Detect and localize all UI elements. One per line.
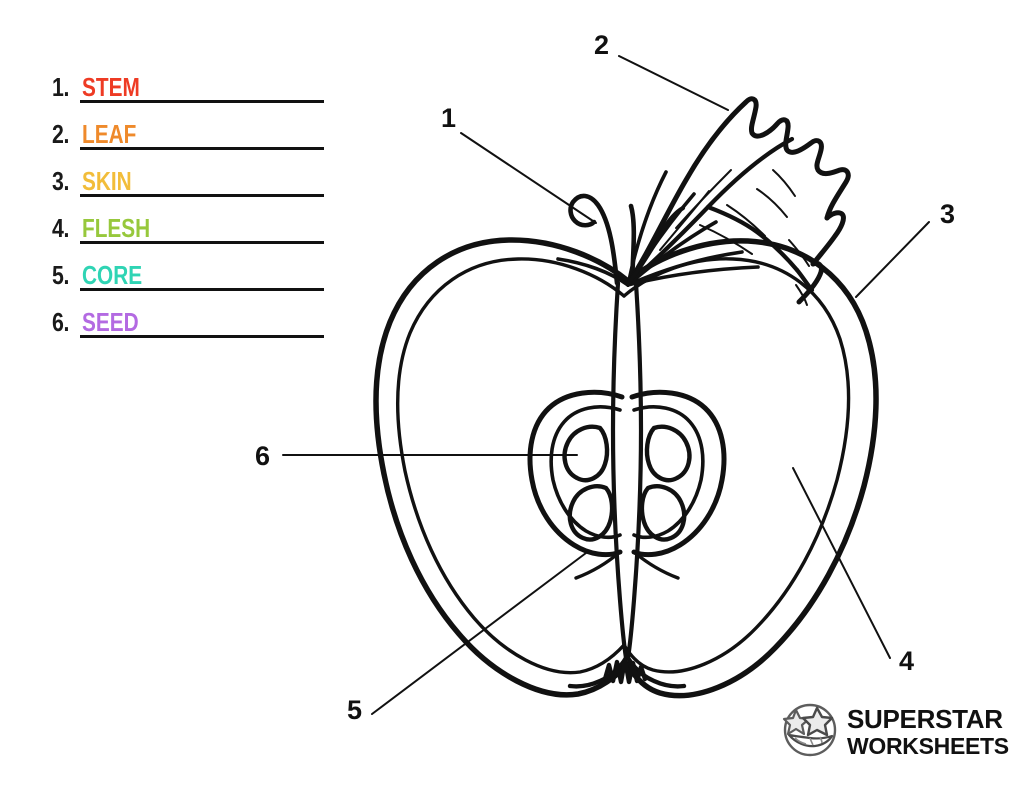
callout-number-2: 2: [594, 30, 609, 60]
core-bottom-junction: [574, 550, 680, 580]
leader-line-4: [792, 467, 891, 659]
word-list-item[interactable]: 6. SEED: [52, 297, 324, 344]
word-list-item[interactable]: 2. LEAF: [52, 109, 324, 156]
apple-core-inner-line: [549, 405, 705, 540]
callout-number-1: 1: [441, 103, 456, 133]
answer-blank-line[interactable]: [80, 147, 324, 150]
word-list-number: 2.: [52, 119, 69, 149]
apple-calyx: [567, 655, 687, 689]
callout-number-6: 6: [255, 441, 270, 471]
word-list-number: 5.: [52, 260, 69, 290]
leader-line-3: [855, 221, 930, 298]
word-list-number: 3.: [52, 166, 69, 196]
apple-seeds: [562, 424, 692, 542]
leader-line-1: [460, 132, 597, 224]
word-list-label: SEED: [82, 307, 139, 337]
logo-line-2: WORKSHEETS: [847, 733, 1009, 759]
apple-central-axis: [610, 280, 644, 661]
apple-skin-outline: [373, 237, 879, 699]
superstar-worksheets-logo: SUPERSTAR WORKSHEETS: [782, 701, 1009, 763]
callout-leader-lines: [282, 55, 930, 715]
word-list-label: STEM: [82, 72, 140, 102]
word-list-item[interactable]: 1. STEM: [52, 62, 324, 109]
answer-blank-line[interactable]: [80, 335, 324, 338]
apple-parts-word-bank: 1. STEM 2. LEAF 3. SKIN 4. FLESH 5. CORE…: [52, 62, 324, 344]
word-list-label: FLESH: [82, 213, 151, 243]
leader-line-5: [371, 552, 587, 715]
answer-blank-line[interactable]: [80, 100, 324, 103]
logo-line-1: SUPERSTAR: [847, 704, 1003, 734]
leader-line-2: [618, 55, 729, 111]
word-list-label: SKIN: [82, 166, 132, 196]
word-list-item[interactable]: 5. CORE: [52, 250, 324, 297]
word-list-number: 6.: [52, 307, 69, 337]
word-list-item[interactable]: 4. FLESH: [52, 203, 324, 250]
answer-blank-line[interactable]: [80, 241, 324, 244]
word-list-label: CORE: [82, 260, 143, 290]
answer-blank-line[interactable]: [80, 194, 324, 197]
leaf-veins: [659, 169, 810, 306]
callout-number-3: 3: [940, 199, 955, 229]
answer-blank-line[interactable]: [80, 288, 324, 291]
apple-core: [527, 389, 727, 558]
star-eyes-smiley-icon: [782, 702, 838, 763]
word-list-number: 4.: [52, 213, 69, 243]
callout-number-5: 5: [347, 695, 362, 725]
word-list-number: 1.: [52, 72, 69, 102]
callout-number-4: 4: [899, 646, 914, 676]
leaf-lower-lobe: [625, 205, 686, 287]
apple-flesh-boundary: [396, 257, 851, 675]
word-list-label: LEAF: [82, 119, 137, 149]
word-list-item[interactable]: 3. SKIN: [52, 156, 324, 203]
leaf-midrib: [625, 136, 815, 293]
apple-leaf: [625, 96, 851, 305]
